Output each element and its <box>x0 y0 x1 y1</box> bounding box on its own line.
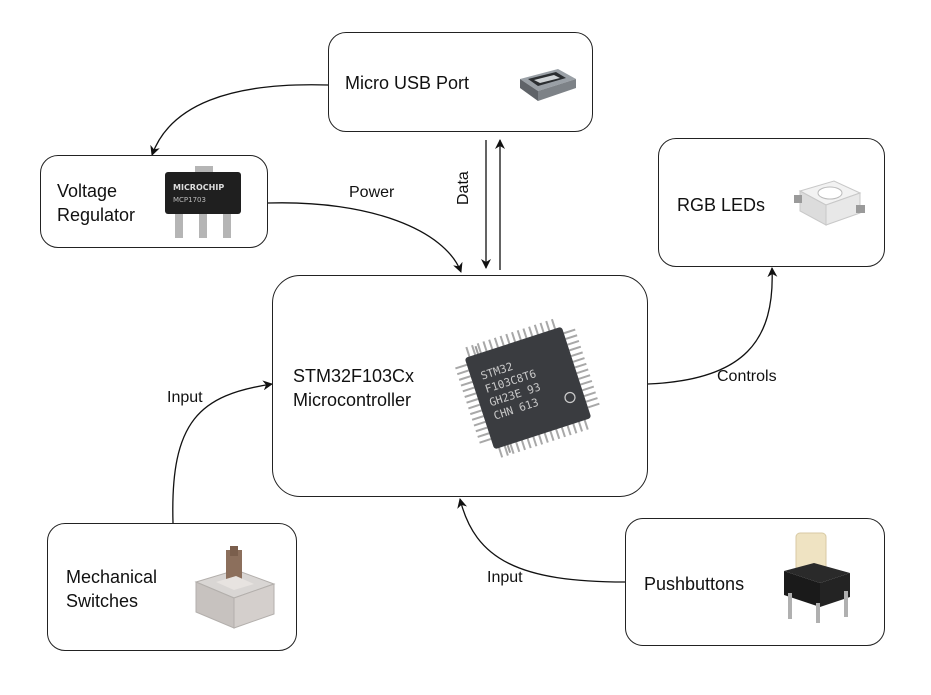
input-label-switches: Input <box>167 389 203 406</box>
switch-input-arrow <box>172 380 273 524</box>
mechanical-switches-node: Mechanical Switches <box>47 523 297 651</box>
voltage-regulator-node: Voltage Regulator MICROCHIP MCP1703 <box>40 155 268 248</box>
mechanical-switches-label: Mechanical Switches <box>66 567 158 611</box>
rgb-led-icon <box>794 180 865 226</box>
pushbuttons-node: Pushbuttons <box>625 518 885 646</box>
controls-label: Controls <box>717 368 777 385</box>
microcontroller-label: STM32F103Cx Microcontroller <box>293 366 415 410</box>
data-label: Data <box>455 171 472 205</box>
svg-text:MCP1703: MCP1703 <box>173 196 206 204</box>
usb-port-node: Micro USB Port <box>328 32 593 132</box>
controls-arrow <box>647 267 778 385</box>
usb-port-label: Micro USB Port <box>345 73 470 93</box>
pushbutton-input-arrow <box>457 498 626 583</box>
stm32-chip-icon: STM32 F103C8T6 GH23E 93 CHN 613 <box>455 318 600 458</box>
rgb-leds-node: RGB LEDs <box>658 138 885 267</box>
pushbuttons-label: Pushbuttons <box>644 574 745 594</box>
pushbutton-icon <box>784 532 850 623</box>
voltage-regulator-chip-icon: MICROCHIP MCP1703 <box>165 166 241 238</box>
usb-to-regulator-arrow <box>150 84 329 156</box>
voltage-regulator-label: Voltage Regulator <box>57 181 136 225</box>
power-arrow <box>267 202 463 273</box>
power-label: Power <box>349 184 395 201</box>
mechanical-switch-icon <box>194 546 276 629</box>
input-label-pushbuttons: Input <box>487 569 523 586</box>
micro-usb-port-icon <box>520 69 576 101</box>
svg-text:MICROCHIP: MICROCHIP <box>173 183 224 192</box>
microcontroller-node: STM32F103Cx Microcontroller STM32 F103C8… <box>272 275 648 497</box>
rgb-leds-label: RGB LEDs <box>677 195 766 215</box>
